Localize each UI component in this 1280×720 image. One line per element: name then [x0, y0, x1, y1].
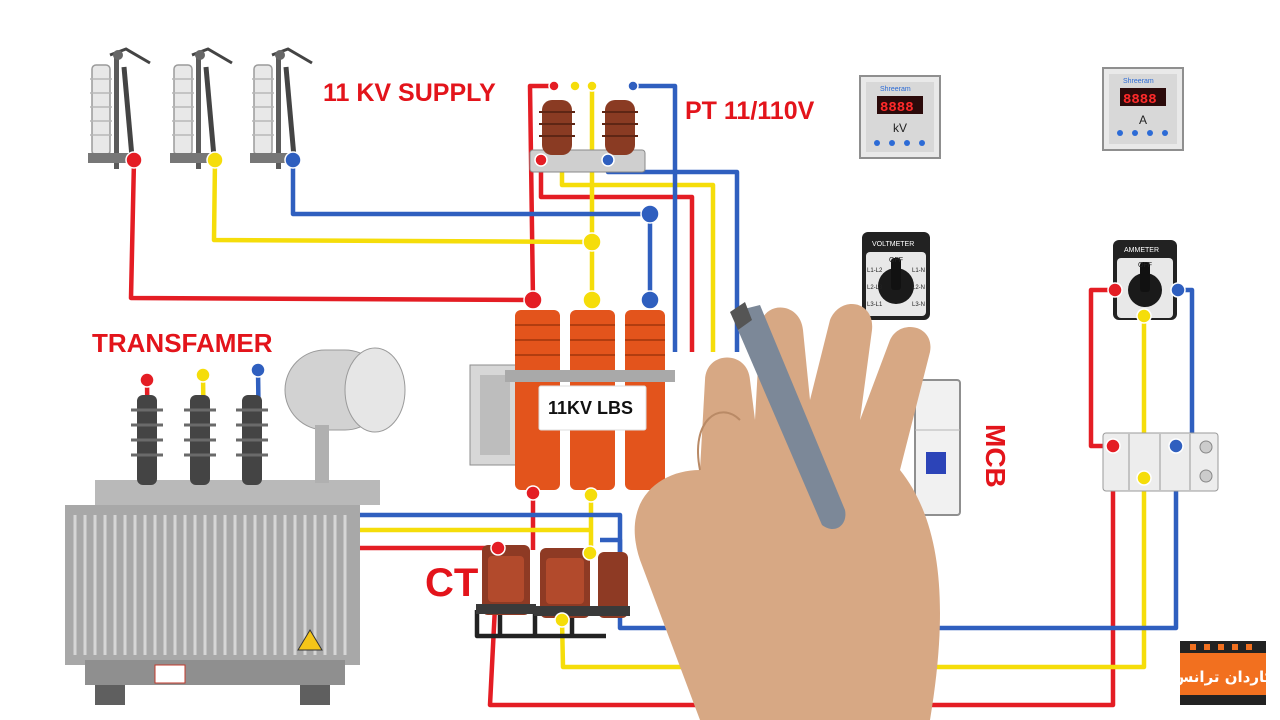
mcb-icon	[914, 379, 961, 516]
ammeter-display: 8888	[1123, 92, 1157, 108]
label-11kv-supply: 11 KV SUPPLY	[323, 79, 496, 107]
voltmeter-switch-title: VOLTMETER	[872, 241, 914, 248]
potential-transformer-icon	[529, 100, 646, 173]
voltmeter-unit: kV	[893, 121, 907, 135]
label-mcb: MCB	[980, 424, 1011, 488]
voltmeter-selector-switch	[862, 232, 930, 320]
logo-text: کاردان ترانس	[1173, 668, 1274, 686]
drop-out-fuse-icon	[250, 47, 313, 169]
drop-out-fuses	[88, 47, 313, 169]
voltmeter-switch-opt: L3-N	[912, 302, 925, 308]
label-transformer: TRANSFAMER	[92, 328, 273, 358]
label-ct: CT	[425, 561, 478, 605]
connection-points	[125, 80, 1186, 628]
current-transformer-icon	[476, 545, 536, 615]
ammeter-unit: A	[1139, 113, 1147, 127]
voltmeter-switch-opt: L3-L1	[867, 302, 883, 308]
ammeter-panel	[1102, 67, 1184, 151]
voltmeter-switch-opt: L2-N	[912, 285, 925, 291]
ammeter-switch-title: AMMETER	[1124, 247, 1159, 254]
voltmeter-switch-opt: L1-L2	[867, 268, 883, 274]
current-transformer-icon	[534, 548, 596, 618]
terminal-block-icon	[1102, 432, 1219, 492]
ammeter-switch-pos: OFF	[1138, 262, 1152, 269]
label-lbs: 11KV LBS	[548, 398, 633, 418]
current-transformers	[476, 545, 630, 618]
voltmeter-panel	[859, 75, 941, 159]
drop-out-fuse-icon	[170, 47, 233, 169]
drop-out-fuse-icon	[88, 47, 151, 169]
voltmeter-switch-opt: L1-N	[912, 268, 925, 274]
load-break-switch-icon	[469, 310, 675, 490]
logo	[1180, 641, 1266, 705]
ammeter-selector-switch	[1113, 240, 1177, 320]
current-transformer-icon	[594, 552, 630, 618]
voltmeter-switch-pos: OFF	[889, 257, 903, 264]
voltmeter-display: 8888	[880, 100, 914, 116]
voltmeter-switch-opt: L2-L3	[867, 285, 883, 291]
power-transformer-icon	[65, 347, 406, 705]
voltmeter-brand: Shreeram	[880, 86, 911, 93]
ammeter-brand: Shreeram	[1123, 78, 1154, 85]
hand-marker-icon	[634, 302, 940, 720]
label-pt: PT 11/110V	[685, 97, 815, 125]
